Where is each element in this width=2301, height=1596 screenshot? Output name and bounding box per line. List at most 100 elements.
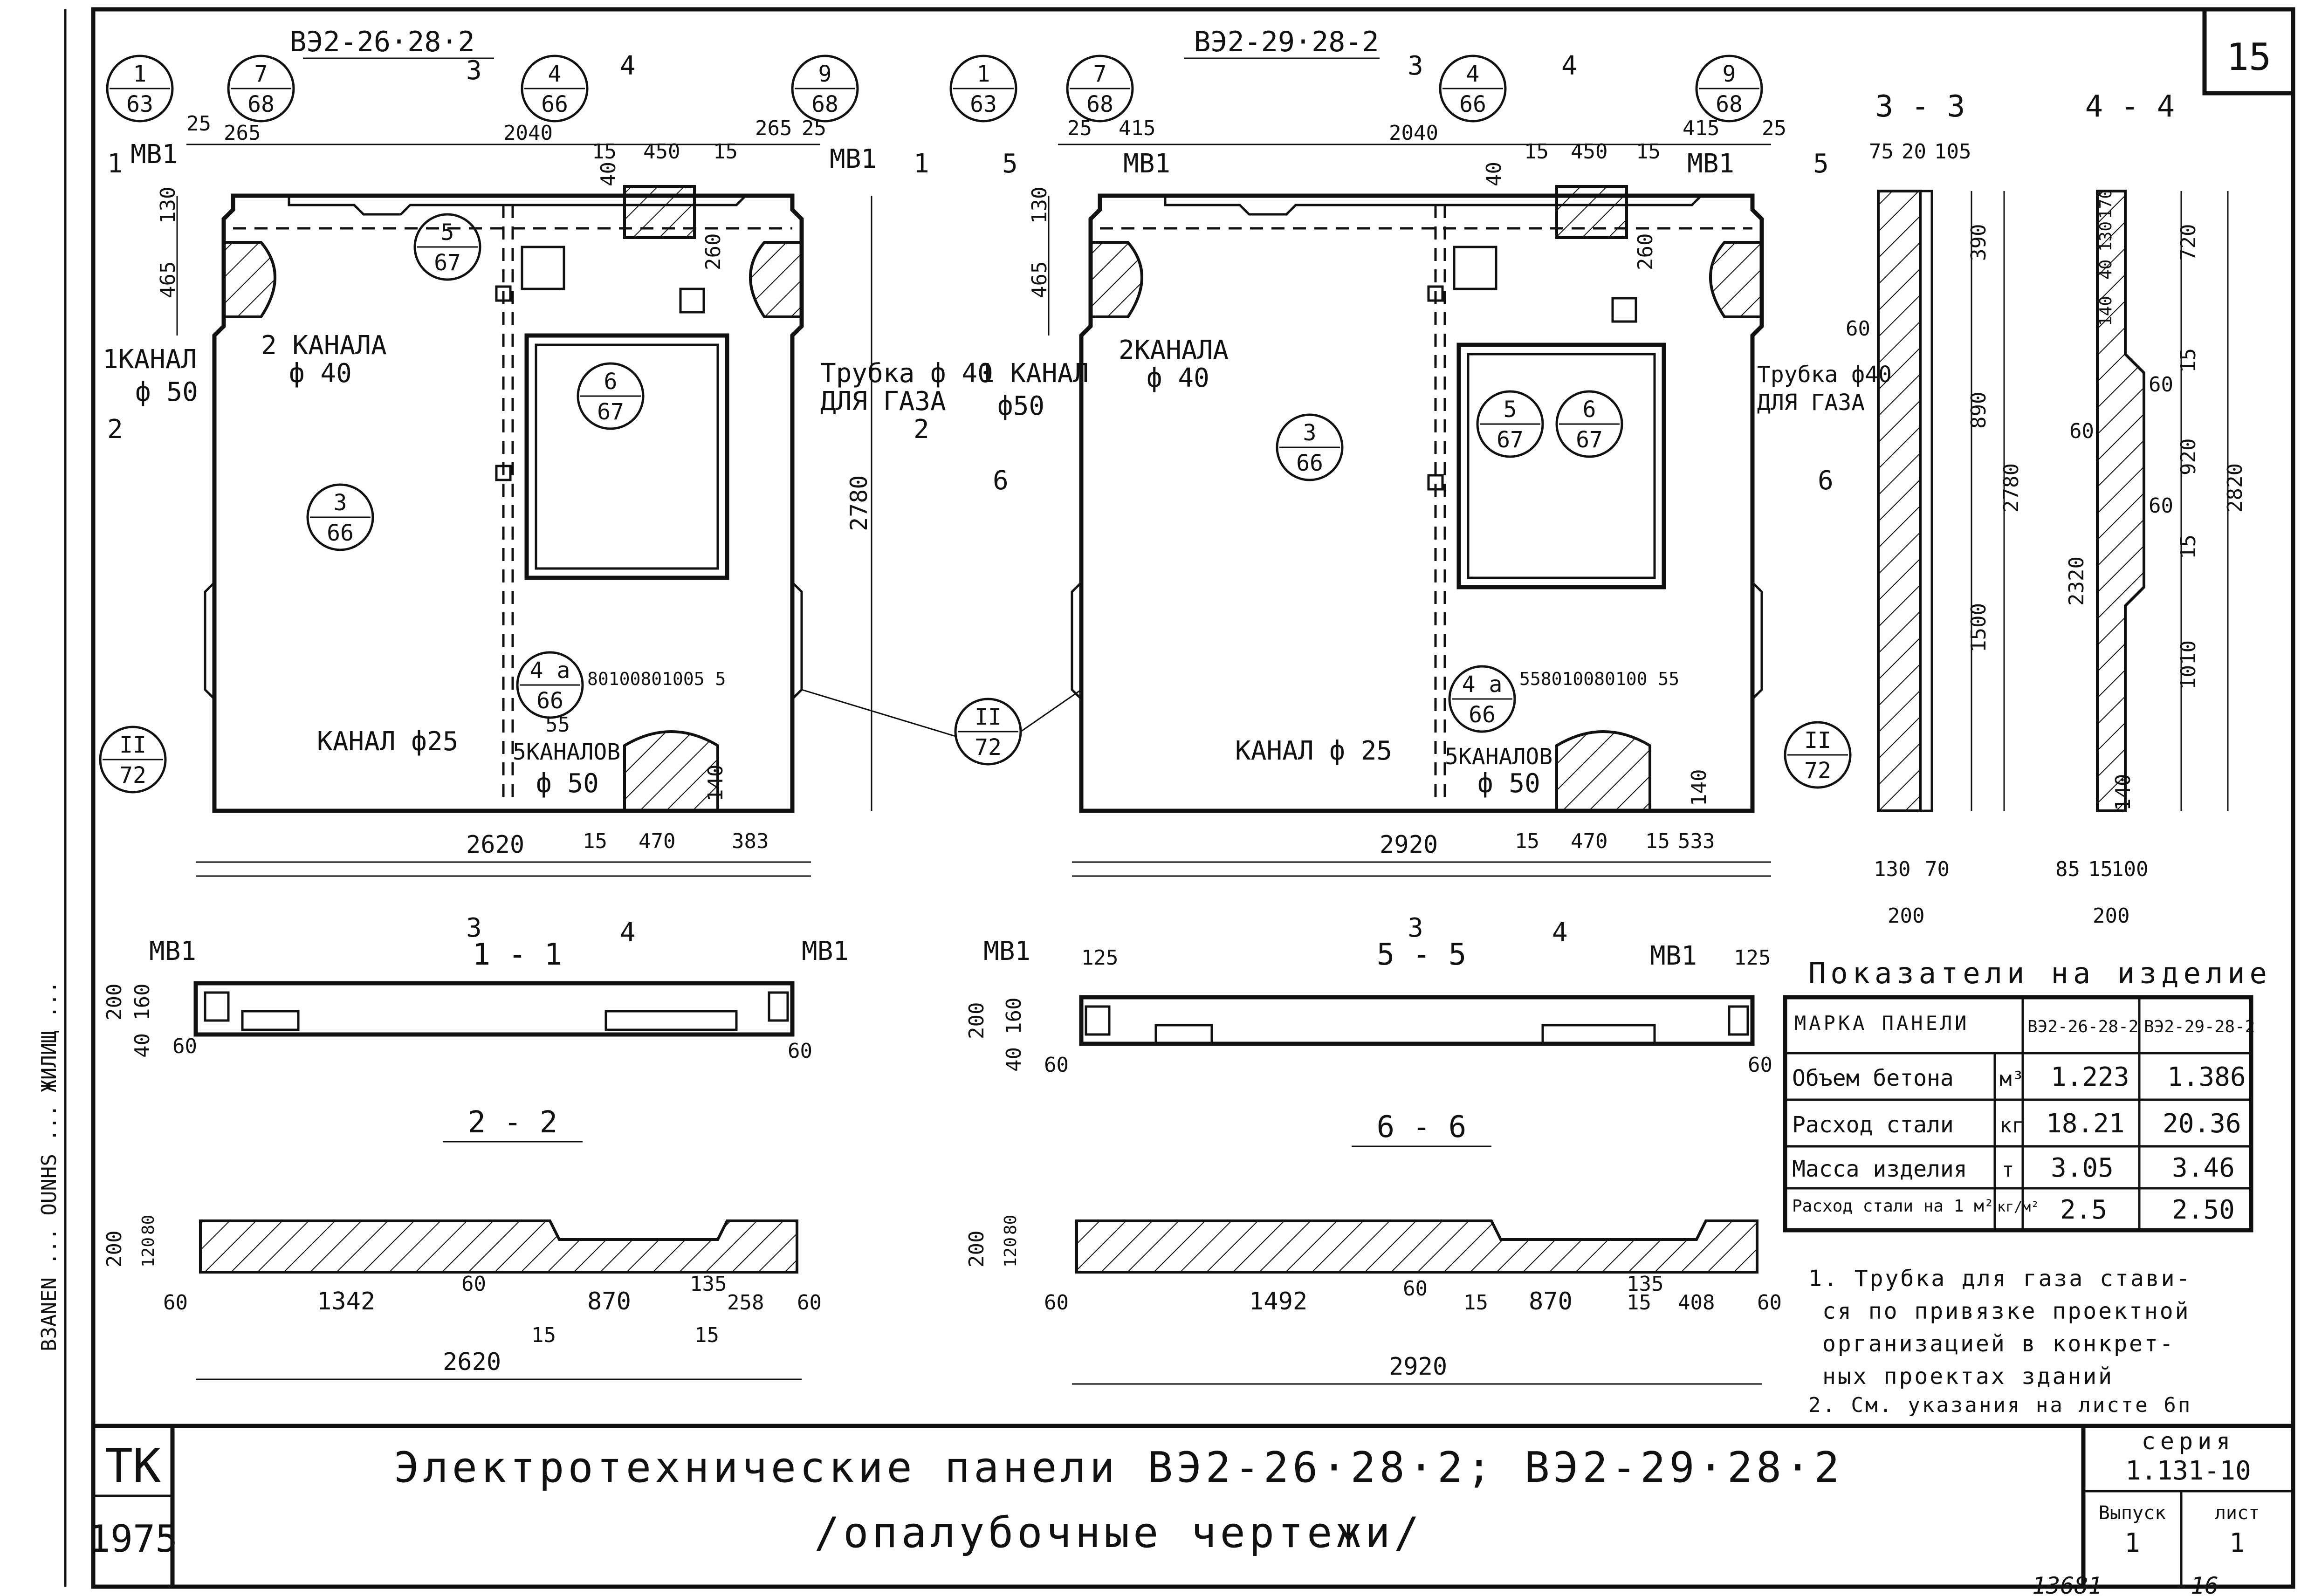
p1-dim-holes: 80100801005 5 <box>587 669 726 689</box>
s22-d60c: 60 <box>797 1291 822 1315</box>
section-5-5: 5 - 5 МВ1 МВ1 125 125 200 160 40 60 60 <box>965 936 1772 1077</box>
svg-text:4: 4 <box>1466 61 1480 87</box>
s66-d135: 135 <box>1627 1272 1663 1296</box>
p2-dim-470: 470 <box>1571 829 1607 853</box>
series-value: 1.131-10 <box>2125 1456 2251 1486</box>
indicators-table: Показатели на изделие МАРКА ПАНЕЛИ ВЭ2-2… <box>1783 956 2267 1233</box>
section-6-6: 6 - 6 200 120 80 60 1492 60 15 870 135 1… <box>965 1110 1782 1385</box>
s22-d80: 80 <box>139 1215 158 1235</box>
p1-dim-2040: 2040 <box>503 121 553 145</box>
p1-dim-15a: 15 <box>592 140 617 164</box>
panel-1-elevation: ВЭ2-26·28·2 25 <box>99 26 993 948</box>
svg-text:66: 66 <box>1469 702 1496 728</box>
s22-d60b: 60 <box>461 1272 486 1296</box>
s22-d60a: 60 <box>163 1291 188 1315</box>
note-line-4: ных проектах зданий <box>1822 1363 2114 1390</box>
s44-d15b: 15 <box>2177 534 2200 559</box>
s44-h2320: 2320 <box>2065 556 2088 606</box>
s11-d200: 200 <box>103 984 126 1021</box>
p2-callout-5-67: 5 67 <box>1476 390 1544 458</box>
s66-d1492: 1492 <box>1249 1288 1307 1315</box>
p2-channels2: 2КАНАЛА <box>1119 335 1229 365</box>
p1-dim-465: 465 <box>156 261 180 298</box>
p2-callout-9-68: 9 68 <box>1695 55 1763 123</box>
p2-callout-4-66: 4 66 <box>1439 55 1507 123</box>
title-line-2: /опалубочные чертежи/ <box>814 1508 1423 1557</box>
section-3-3: 3 - 3 75 20 105 60 390 890 1500 2780 130… <box>1846 89 2023 928</box>
table-row-3-unit: т <box>2002 1158 2014 1182</box>
s11-mb-l: МВ1 <box>149 936 196 966</box>
p1-dim-15: 15 <box>583 829 607 853</box>
s44-h2820: 2820 <box>2223 463 2247 513</box>
s22-d120: 120 <box>139 1237 158 1267</box>
svg-text:II: II <box>1804 727 1831 753</box>
svg-text:66: 66 <box>1459 91 1486 117</box>
p1-dim-15b: 15 <box>713 140 738 164</box>
svg-text:67: 67 <box>1576 427 1603 453</box>
svg-text:4: 4 <box>548 61 562 87</box>
p2-section-4: 4 <box>1552 918 1568 948</box>
svg-text:4 а: 4 а <box>1462 671 1503 698</box>
table-row-1-v2: 1.386 <box>2167 1062 2246 1092</box>
p1-phi40: ф 40 <box>289 358 352 389</box>
svg-text:6: 6 <box>1583 397 1596 423</box>
s22-d15b: 15 <box>694 1323 719 1347</box>
section-4-4: 4 - 4 720 15 60 920 60 15 1010 140 2320 … <box>2055 89 2247 928</box>
p1-callout-6-67: 6 67 <box>577 362 645 430</box>
table-row-4-v2: 2.50 <box>2172 1195 2235 1225</box>
p2-channels5: 5КАНАЛОВ <box>1445 744 1552 770</box>
s22-d1342: 1342 <box>317 1288 375 1315</box>
svg-text:3: 3 <box>1303 420 1317 446</box>
p1-section-1b: 1 <box>914 149 929 179</box>
p1-channel25: КАНАЛ ф25 <box>317 726 458 757</box>
p2-dim-15b: 15 <box>1636 140 1661 164</box>
s33-b200: 200 <box>1888 904 1924 928</box>
svg-text:II: II <box>119 732 146 758</box>
p1-callout-II-72: II 72 <box>99 726 167 794</box>
s22-d200: 200 <box>103 1231 126 1267</box>
note-line-1: 1. Трубка для газа стави- <box>1808 1266 2191 1292</box>
s55-d125r: 125 <box>1734 946 1771 970</box>
p1-section-2a: 2 <box>107 414 123 445</box>
s44-top-130: 130 <box>2096 221 2116 252</box>
s11-d40: 40 <box>131 1033 154 1058</box>
sheet-number-box <box>2202 7 2295 96</box>
table-row-4-label: Расход стали на 1 м² <box>1792 1197 1994 1216</box>
svg-text:67: 67 <box>434 250 461 276</box>
s44-h720: 720 <box>2177 224 2200 261</box>
p2-dim-holes: 558010080100 55 <box>1519 669 1679 689</box>
p2-dim-450: 450 <box>1571 140 1607 164</box>
p1-channels2: 2 КАНАЛА <box>261 330 387 361</box>
svg-text:68: 68 <box>811 91 838 117</box>
table-row-2-v2: 20.36 <box>2163 1109 2241 1139</box>
s55-mb-l: МВ1 <box>983 936 1030 966</box>
s33-h2780: 2780 <box>1999 463 2023 513</box>
sheet-number: 15 <box>2226 35 2271 79</box>
s66-title: 6 - 6 <box>1377 1110 1467 1144</box>
p1-section-4-top: 4 <box>620 51 636 81</box>
title-block: ТК 1975 Электротехнические панели ВЭ2-26… <box>88 1424 2293 1587</box>
p2-section-6b: 6 <box>1818 466 1834 496</box>
svg-text:72: 72 <box>119 762 146 788</box>
s55-title: 5 - 5 <box>1377 938 1467 972</box>
title-line-1: Электротехнические панели ВЭ2-26·28·2; В… <box>394 1443 1843 1492</box>
table-row-2-label: Расход стали <box>1792 1112 1954 1138</box>
s44-b100: 100 <box>2111 857 2148 881</box>
s55-d160: 160 <box>1002 998 1026 1034</box>
p2-callout-II-72: II 72 <box>1784 721 1852 789</box>
section-2-2: 2 - 2 200 120 80 60 1342 60 870 135 258 … <box>103 1105 822 1380</box>
p2-gas-for: ДЛЯ ГАЗА <box>1757 390 1865 416</box>
p1-dim-140: 140 <box>704 765 728 801</box>
p2-dim-25a: 25 <box>1067 116 1092 140</box>
s11-title: 1 - 1 <box>473 938 563 972</box>
note-line-5: 2. См. указания на листе 6п <box>1808 1393 2192 1417</box>
p2-dim-25b: 25 <box>1762 116 1786 140</box>
table-row-4-unit: кг/м² <box>1997 1199 2039 1215</box>
s22-d870: 870 <box>587 1288 631 1315</box>
s66-d200: 200 <box>965 1231 989 1267</box>
s44-d60a: 60 <box>2149 373 2173 397</box>
s44-top-40: 40 <box>2096 260 2116 280</box>
s33-h1500: 1500 <box>1967 603 1991 652</box>
svg-text:9: 9 <box>818 61 832 87</box>
p2-phi50: ф50 <box>997 391 1044 421</box>
